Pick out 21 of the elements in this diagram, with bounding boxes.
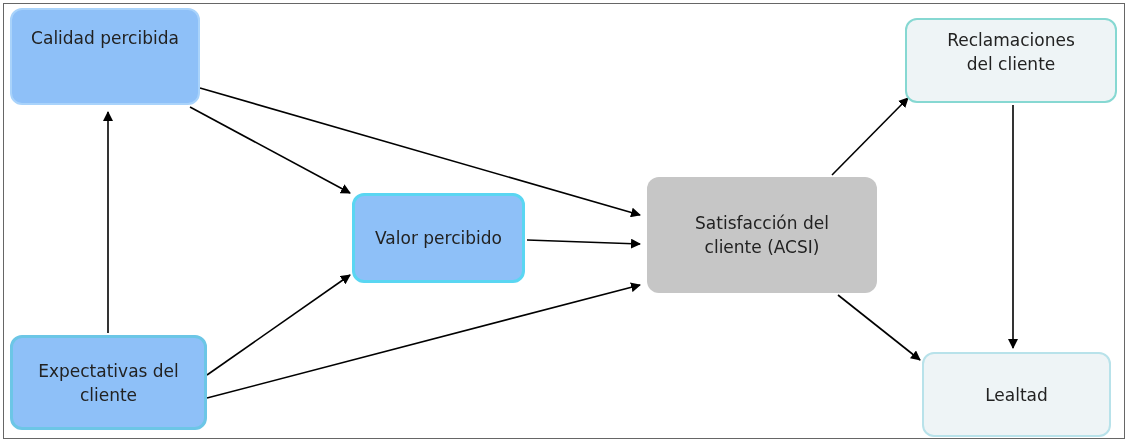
arrow	[206, 282, 641, 399]
box-label: Satisfacción del cliente (ACSI)	[694, 212, 830, 259]
process-box	[10, 8, 200, 105]
box-label: Valor percibido	[375, 227, 502, 250]
arrow	[837, 294, 921, 361]
process-box	[352, 193, 525, 283]
process-box	[905, 18, 1117, 103]
box-label: Lealtad	[985, 383, 1048, 407]
arrow	[526, 238, 641, 249]
process-box	[922, 352, 1111, 437]
process-box	[647, 177, 877, 293]
process-box	[10, 335, 207, 430]
arrow	[199, 87, 641, 218]
box-label: Calidad percibida	[31, 27, 179, 50]
arrow	[189, 106, 351, 194]
arrow	[831, 97, 909, 176]
arrow	[1008, 104, 1018, 349]
box-label: Reclamaciones del cliente	[946, 29, 1076, 76]
arrow	[206, 274, 351, 376]
arrow	[103, 111, 113, 334]
box-label: Expectativas del cliente	[37, 359, 180, 407]
